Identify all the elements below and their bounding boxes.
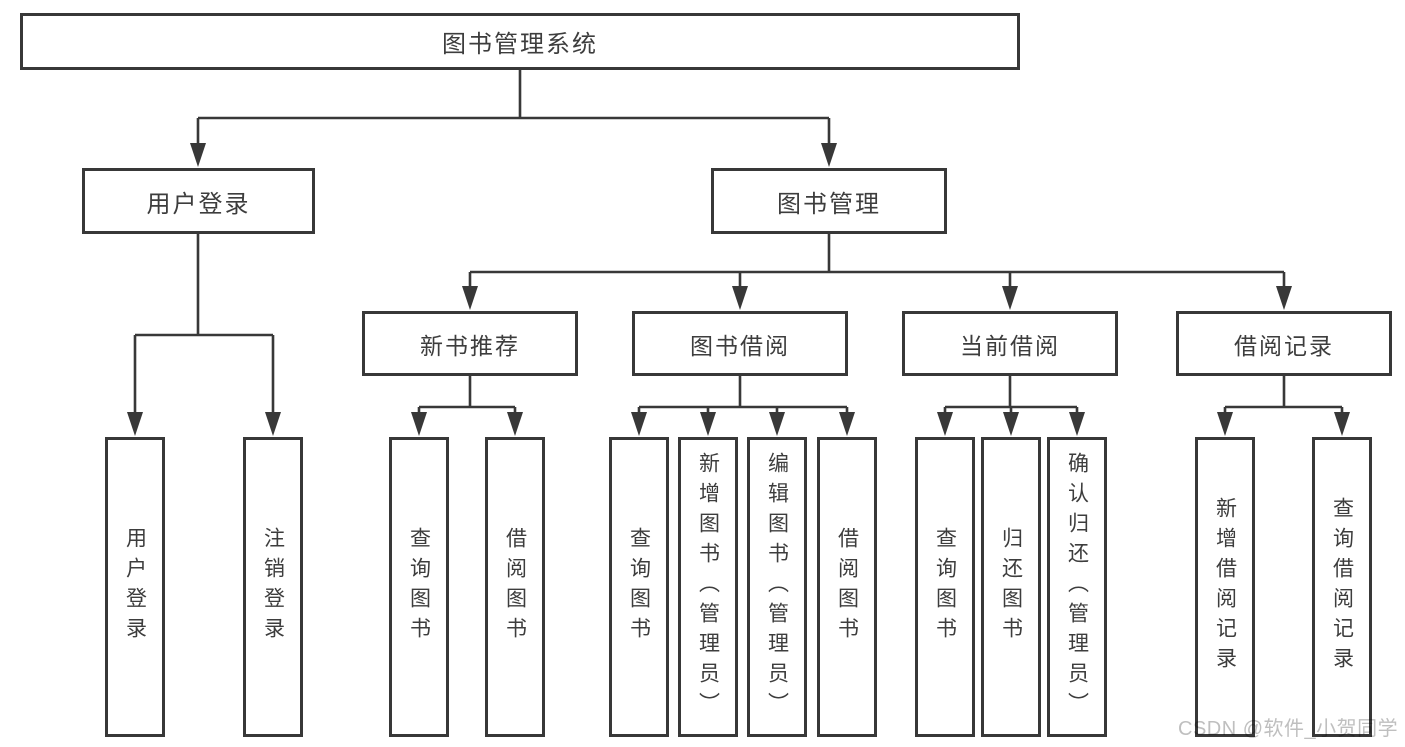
arrow-down-icon <box>127 412 143 436</box>
leaf-label: 借阅图书 <box>503 527 527 647</box>
node-new-book-recommend-label: 新书推荐 <box>420 332 520 359</box>
arrow-down-icon <box>1002 286 1018 310</box>
leaf-user-login: 用户登录 <box>105 437 165 737</box>
leaf-label: 编辑图书（管理员） <box>765 452 789 722</box>
leaf-return-books: 归还图书 <box>981 437 1041 737</box>
branch-borrow-records <box>1223 376 1344 418</box>
branch-book-management <box>468 234 1286 290</box>
branch-line <box>196 70 831 146</box>
watermark: CSDN @软件_小贺同学 <box>1178 718 1399 740</box>
arrow-down-icon <box>190 143 206 167</box>
arrow-down-icon <box>700 412 716 436</box>
branch-new-book-recommend <box>417 376 517 418</box>
leaf-label: 借阅图书 <box>835 527 859 647</box>
branch-current-borrow <box>943 376 1079 418</box>
leaf-label: 查询借阅记录 <box>1330 497 1354 677</box>
leaf-label: 归还图书 <box>999 527 1023 647</box>
leaf-query-borrow-record: 查询借阅记录 <box>1312 437 1372 737</box>
node-book-management-label: 图书管理 <box>777 190 881 218</box>
arrow-down-icon <box>1003 412 1019 436</box>
node-current-borrow-label: 当前借阅 <box>960 332 1060 359</box>
arrow-down-icon <box>769 412 785 436</box>
arrow-down-icon <box>1069 412 1085 436</box>
leaf-label: 查询图书 <box>407 527 431 647</box>
arrow-down-icon <box>631 412 647 436</box>
leaf-confirm-return-admin: 确认归还（管理员） <box>1047 437 1107 737</box>
branch-user-login <box>133 234 275 418</box>
node-root: 图书管理系统 <box>20 13 1020 70</box>
node-book-borrow-label: 图书借阅 <box>690 332 790 359</box>
leaf-query-books-current: 查询图书 <box>915 437 975 737</box>
node-borrow-records-label: 借阅记录 <box>1234 332 1334 359</box>
leaf-label: 新增借阅记录 <box>1213 497 1237 677</box>
arrow-down-icon <box>507 412 523 436</box>
arrow-down-icon <box>462 286 478 310</box>
node-borrow-records: 借阅记录 <box>1176 311 1392 376</box>
leaf-label: 查询图书 <box>627 527 651 647</box>
branch-line <box>637 376 849 418</box>
leaf-label: 用户登录 <box>123 527 147 647</box>
arrow-down-icon <box>411 412 427 436</box>
branch-line <box>417 376 517 418</box>
node-user-login: 用户登录 <box>82 168 315 234</box>
branch-line <box>133 234 275 418</box>
arrow-down-icon <box>937 412 953 436</box>
leaf-label: 查询图书 <box>933 527 957 647</box>
leaf-label: 新增图书（管理员） <box>696 452 720 722</box>
node-user-login-label: 用户登录 <box>146 190 251 218</box>
leaf-logout: 注销登录 <box>243 437 303 737</box>
arrow-down-icon <box>821 143 837 167</box>
leaf-add-books-admin: 新增图书（管理员） <box>678 437 738 737</box>
leaf-borrow-books: 借阅图书 <box>817 437 877 737</box>
leaf-query-books-borrow: 查询图书 <box>609 437 669 737</box>
node-current-borrow: 当前借阅 <box>902 311 1118 376</box>
leaf-label: 注销登录 <box>261 527 285 647</box>
arrow-down-icon <box>265 412 281 436</box>
arrow-down-icon <box>1217 412 1233 436</box>
branch-root-to-level2 <box>196 70 831 146</box>
arrow-down-icon <box>1276 286 1292 310</box>
leaf-add-borrow-record: 新增借阅记录 <box>1195 437 1255 737</box>
node-book-management: 图书管理 <box>711 168 947 234</box>
leaf-borrow-books-recommend: 借阅图书 <box>485 437 545 737</box>
leaf-query-books-recommend: 查询图书 <box>389 437 449 737</box>
branch-line <box>468 234 1286 290</box>
arrow-down-icon <box>1334 412 1350 436</box>
leaf-edit-books-admin: 编辑图书（管理员） <box>747 437 807 737</box>
arrow-down-icon <box>839 412 855 436</box>
node-root-label: 图书管理系统 <box>442 31 598 58</box>
branch-line <box>943 376 1079 418</box>
node-new-book-recommend: 新书推荐 <box>362 311 578 376</box>
branch-line <box>1223 376 1344 418</box>
branch-book-borrow <box>637 376 849 418</box>
leaf-label: 确认归还（管理员） <box>1065 452 1089 722</box>
arrow-down-icon <box>732 286 748 310</box>
node-book-borrow: 图书借阅 <box>632 311 848 376</box>
